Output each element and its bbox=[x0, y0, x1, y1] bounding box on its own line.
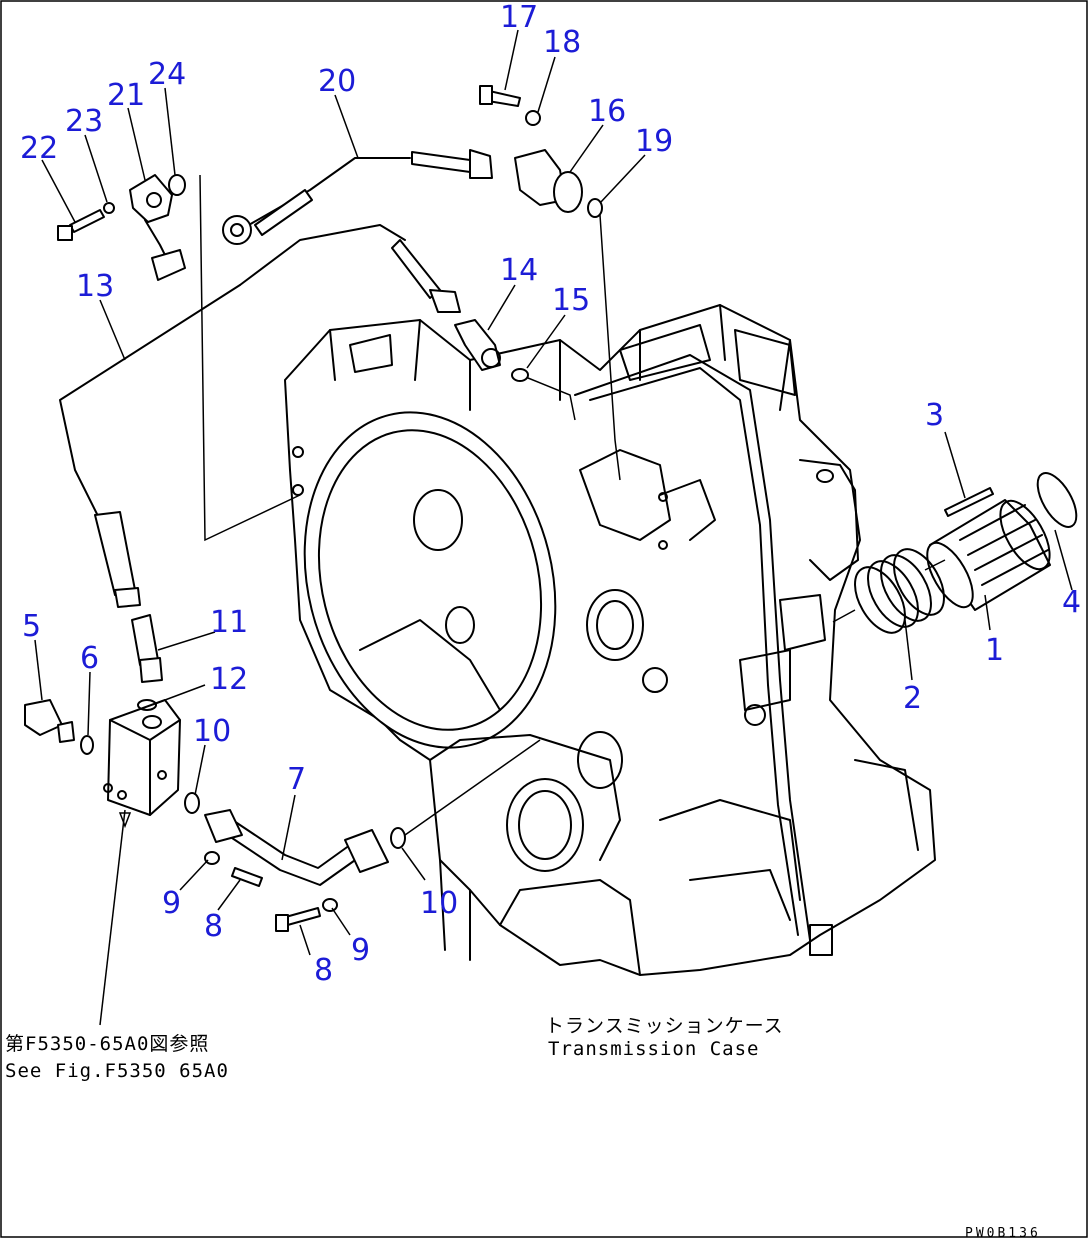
o-ring-6 bbox=[80, 735, 94, 755]
callout-7: 7 bbox=[287, 762, 306, 797]
valve-block bbox=[103, 699, 181, 816]
callout-16: 16 bbox=[588, 94, 626, 129]
callout-10a: 10 bbox=[193, 714, 231, 749]
callout-12: 12 bbox=[210, 662, 248, 697]
filter-spring bbox=[854, 548, 945, 634]
hose-13 bbox=[59, 224, 461, 608]
reference-label-en: See Fig.F5350 65A0 bbox=[5, 1060, 229, 1082]
filter-element bbox=[926, 499, 1051, 611]
case-label-en: Transmission Case bbox=[548, 1038, 759, 1060]
washer-18 bbox=[525, 110, 541, 126]
callout-9a: 9 bbox=[162, 886, 181, 921]
filter-pin bbox=[944, 487, 994, 517]
reference-label-jp: 第F5350-65A0図参照 bbox=[5, 1033, 209, 1055]
callout-2: 2 bbox=[903, 681, 922, 716]
plug-5 bbox=[24, 699, 75, 743]
bracket-21 bbox=[129, 174, 186, 281]
assembly-lines bbox=[99, 174, 946, 1026]
callout-5: 5 bbox=[22, 609, 41, 644]
bolt-8 bbox=[231, 867, 321, 932]
callout-11: 11 bbox=[210, 605, 248, 640]
arrow-head bbox=[118, 812, 132, 829]
o-ring-15 bbox=[511, 368, 529, 382]
callout-1: 1 bbox=[985, 633, 1004, 668]
callout-15: 15 bbox=[552, 283, 590, 318]
case-label-jp: トランスミッションケース bbox=[545, 1015, 784, 1037]
elbow-14 bbox=[454, 319, 501, 371]
callout-8b: 8 bbox=[314, 953, 333, 988]
o-ring-10 bbox=[184, 792, 406, 849]
washer-23 bbox=[103, 202, 115, 214]
block-16 bbox=[514, 149, 583, 213]
callout-18: 18 bbox=[543, 25, 581, 60]
callout-13: 13 bbox=[76, 269, 114, 304]
filter-o-ring bbox=[1036, 472, 1078, 528]
o-ring-19 bbox=[587, 198, 603, 218]
page-code: PW0B136 bbox=[965, 1226, 1041, 1240]
o-ring-24 bbox=[168, 174, 186, 196]
callout-20: 20 bbox=[318, 64, 356, 99]
callout-19: 19 bbox=[635, 124, 673, 159]
elbow-11 bbox=[131, 614, 163, 683]
callout-22: 22 bbox=[20, 131, 58, 166]
callout-6: 6 bbox=[80, 641, 99, 676]
callout-leaders bbox=[34, 29, 1073, 956]
hose-20 bbox=[222, 149, 493, 245]
callout-8a: 8 bbox=[204, 909, 223, 944]
bolt-22 bbox=[57, 209, 105, 241]
callout-3: 3 bbox=[925, 398, 944, 433]
transmission-case bbox=[284, 304, 936, 976]
washer-9 bbox=[204, 851, 338, 912]
bolt-17 bbox=[479, 85, 521, 107]
callout-9b: 9 bbox=[351, 933, 370, 968]
callout-10b: 10 bbox=[420, 886, 458, 921]
pipe-7 bbox=[204, 809, 389, 886]
callout-24: 24 bbox=[148, 57, 186, 92]
callout-23: 23 bbox=[65, 104, 103, 139]
callout-17: 17 bbox=[500, 0, 538, 35]
o-ring-12 bbox=[137, 699, 157, 711]
callout-4: 4 bbox=[1062, 585, 1081, 620]
callout-14: 14 bbox=[500, 253, 538, 288]
callout-21: 21 bbox=[107, 78, 145, 113]
callouts: 1 2 3 4 5 6 7 8 8 9 9 10 10 11 12 13 14 … bbox=[20, 0, 1081, 988]
